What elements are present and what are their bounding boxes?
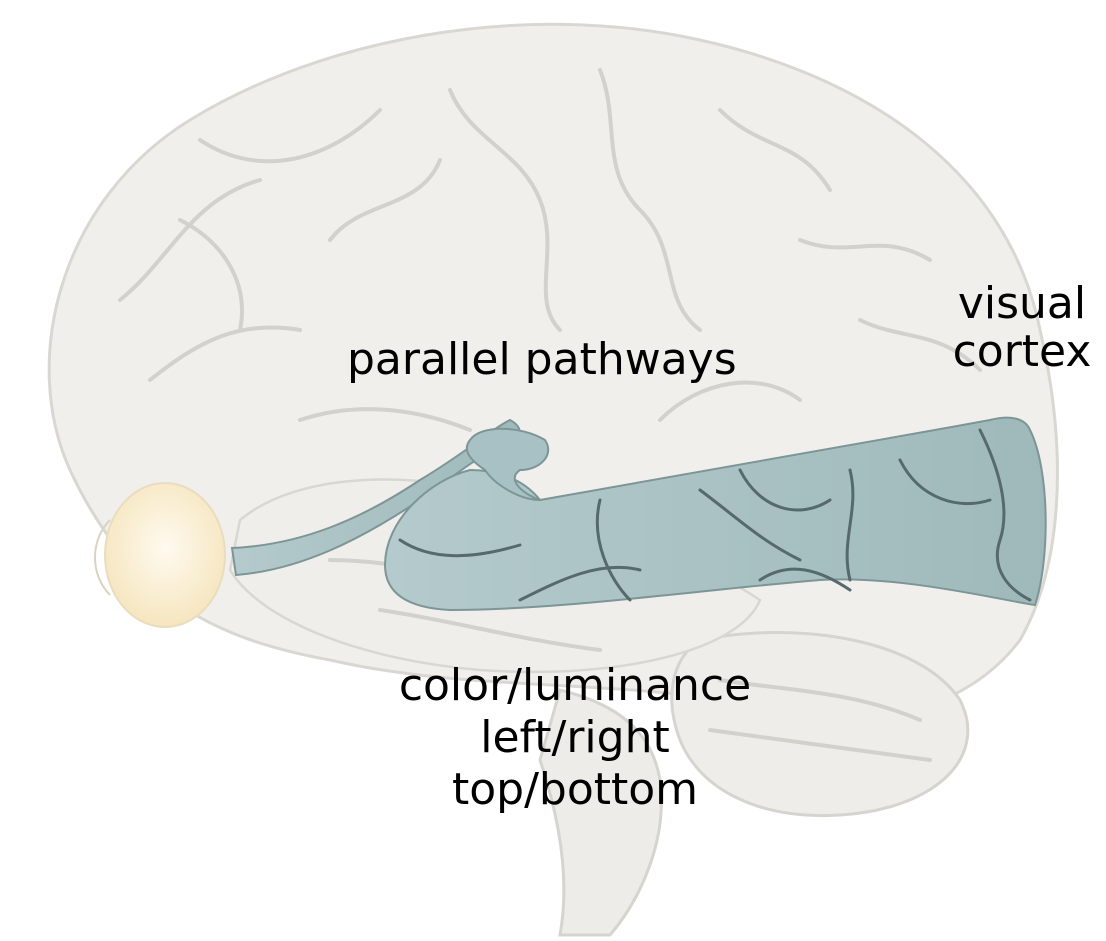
eye	[105, 483, 225, 627]
visual-cortex-line-1: visual	[942, 280, 1102, 328]
parallel-pathways-label: parallel pathways	[347, 336, 737, 384]
property-color-luminance: color/luminance	[340, 660, 810, 712]
property-left-right: left/right	[340, 712, 810, 764]
pathway-properties-label: color/luminance left/right top/bottom	[340, 660, 810, 816]
property-top-bottom: top/bottom	[340, 764, 810, 816]
visual-cortex-line-2: cortex	[942, 328, 1102, 376]
visual-cortex-label: visual cortex	[942, 280, 1102, 377]
